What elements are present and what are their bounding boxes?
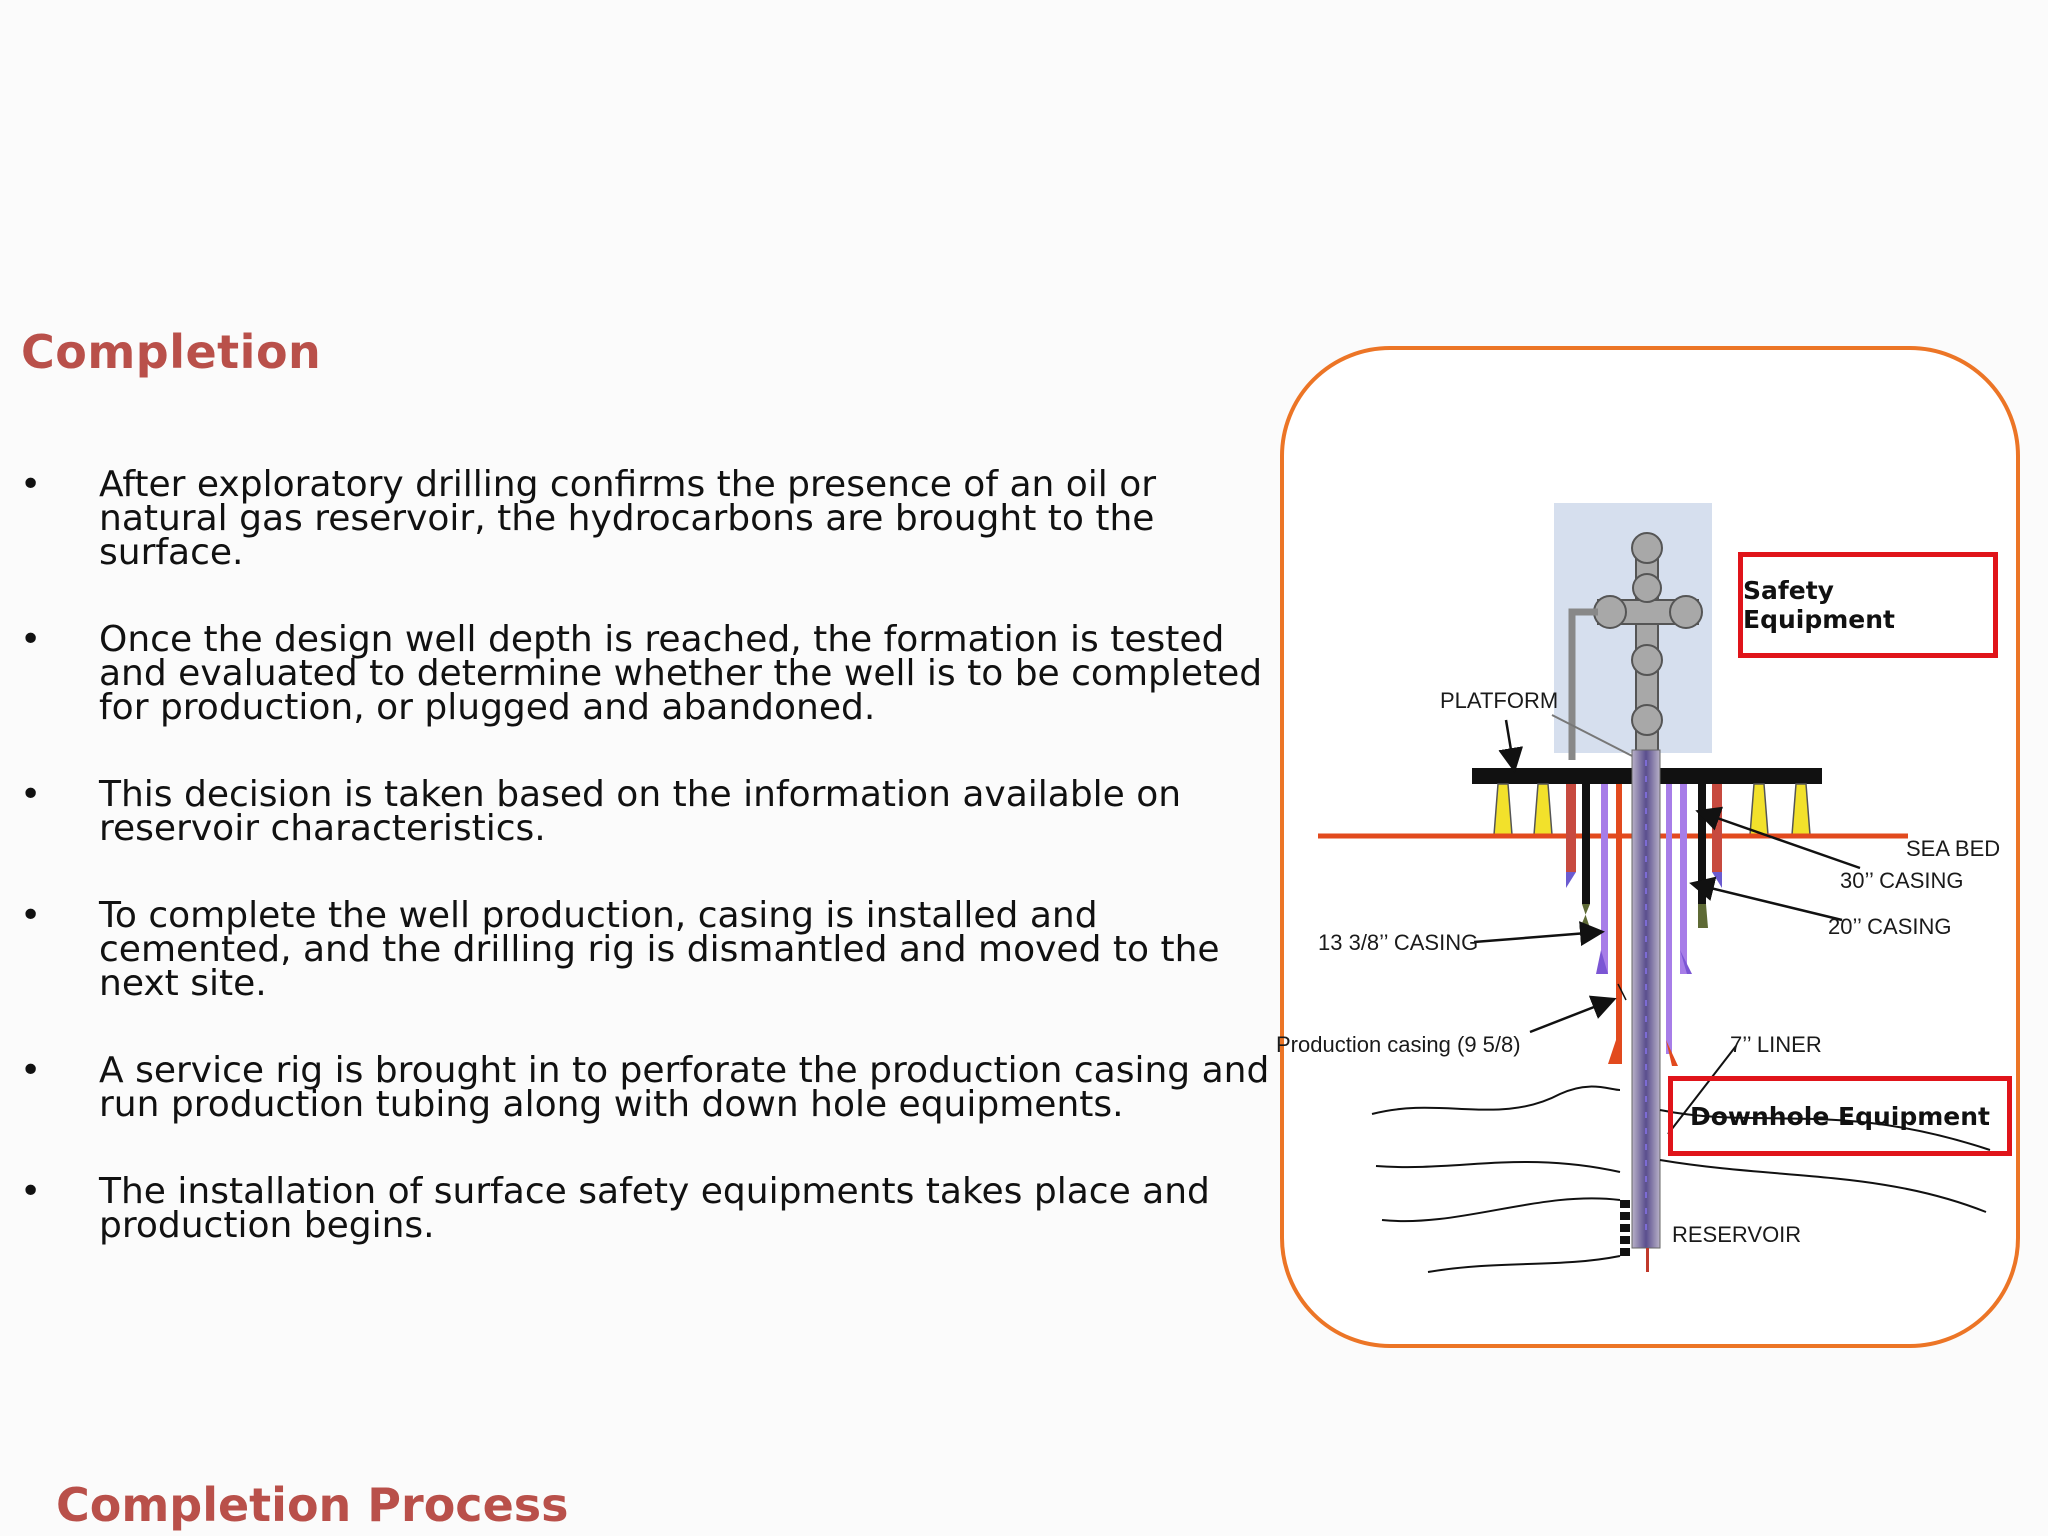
label-platform: PLATFORM	[1440, 688, 1559, 713]
bullet-item: • A service rig is brought in to perfora…	[20, 1050, 1270, 1125]
downhole-equipment-callout: Downhole Equipment	[1668, 1076, 2012, 1156]
footer-title: Completion Process	[56, 1478, 569, 1532]
bullet-marker: •	[20, 895, 42, 936]
casing-13-3-8	[1680, 784, 1687, 974]
bullet-text: A service rig is brought in to perforate…	[99, 1050, 1270, 1125]
production-casing-arrow	[1529, 995, 1617, 1034]
label-sea-bed: SEA BED	[1906, 836, 2001, 861]
bullet-item: • To complete the well production, casin…	[20, 895, 1270, 1004]
production-casing	[1666, 784, 1672, 1054]
casing-20	[1582, 784, 1590, 904]
platform-arrow	[1498, 719, 1524, 773]
safety-equipment-callout: Safety Equipment	[1738, 552, 1998, 658]
label-production-casing: Production casing (9 5/8)	[1276, 1032, 1521, 1057]
casing-20-arrow	[1689, 876, 1843, 922]
liner-pointer-line	[1667, 1045, 1737, 1135]
bullet-item: • The installation of surface safety equ…	[20, 1171, 1270, 1246]
platform-pointer-line	[1551, 714, 1641, 761]
bullet-text: After exploratory drilling confirms the …	[99, 464, 1157, 573]
bullet-marker: •	[20, 774, 42, 815]
bullet-text: The installation of surface safety equip…	[99, 1171, 1210, 1246]
casing-13-3-8	[1601, 784, 1608, 974]
platform-legs	[1493, 783, 1811, 836]
perforation-marks	[1620, 1200, 1630, 1256]
label-casing-13-3-8: 13 3/8’’ CASING	[1318, 930, 1479, 955]
slide-title: Completion	[21, 325, 322, 379]
bullet-list: • After exploratory drilling confirms th…	[20, 464, 1270, 1296]
bullet-marker: •	[20, 619, 42, 660]
bullet-marker: •	[20, 464, 42, 505]
casing-20	[1698, 784, 1706, 904]
casing-30-arrow	[1695, 806, 1861, 870]
bullet-item: • Once the design well depth is reached,…	[20, 619, 1270, 728]
casing-30	[1566, 784, 1576, 872]
label-reservoir: RESERVOIR	[1672, 1222, 1802, 1247]
production-casing	[1616, 784, 1622, 1064]
bullet-text: To complete the well production, casing …	[99, 895, 1220, 1004]
label-liner: 7’’ LINER	[1730, 1032, 1822, 1057]
bullet-marker: •	[20, 1050, 42, 1091]
casing-30	[1712, 784, 1722, 872]
casing-13-arrow	[1473, 921, 1605, 947]
bullet-item: • After exploratory drilling confirms th…	[20, 464, 1270, 573]
bullet-item: • This decision is taken based on the in…	[20, 774, 1270, 849]
label-casing-20: 20’’ CASING	[1828, 914, 1952, 939]
bullet-marker: •	[20, 1171, 42, 1212]
formation-lines	[1371, 1085, 1991, 1273]
label-casing-30: 30’’ CASING	[1840, 868, 1964, 893]
bullet-text: Once the design well depth is reached, t…	[99, 619, 1263, 728]
bullet-text: This decision is taken based on the info…	[99, 774, 1182, 849]
